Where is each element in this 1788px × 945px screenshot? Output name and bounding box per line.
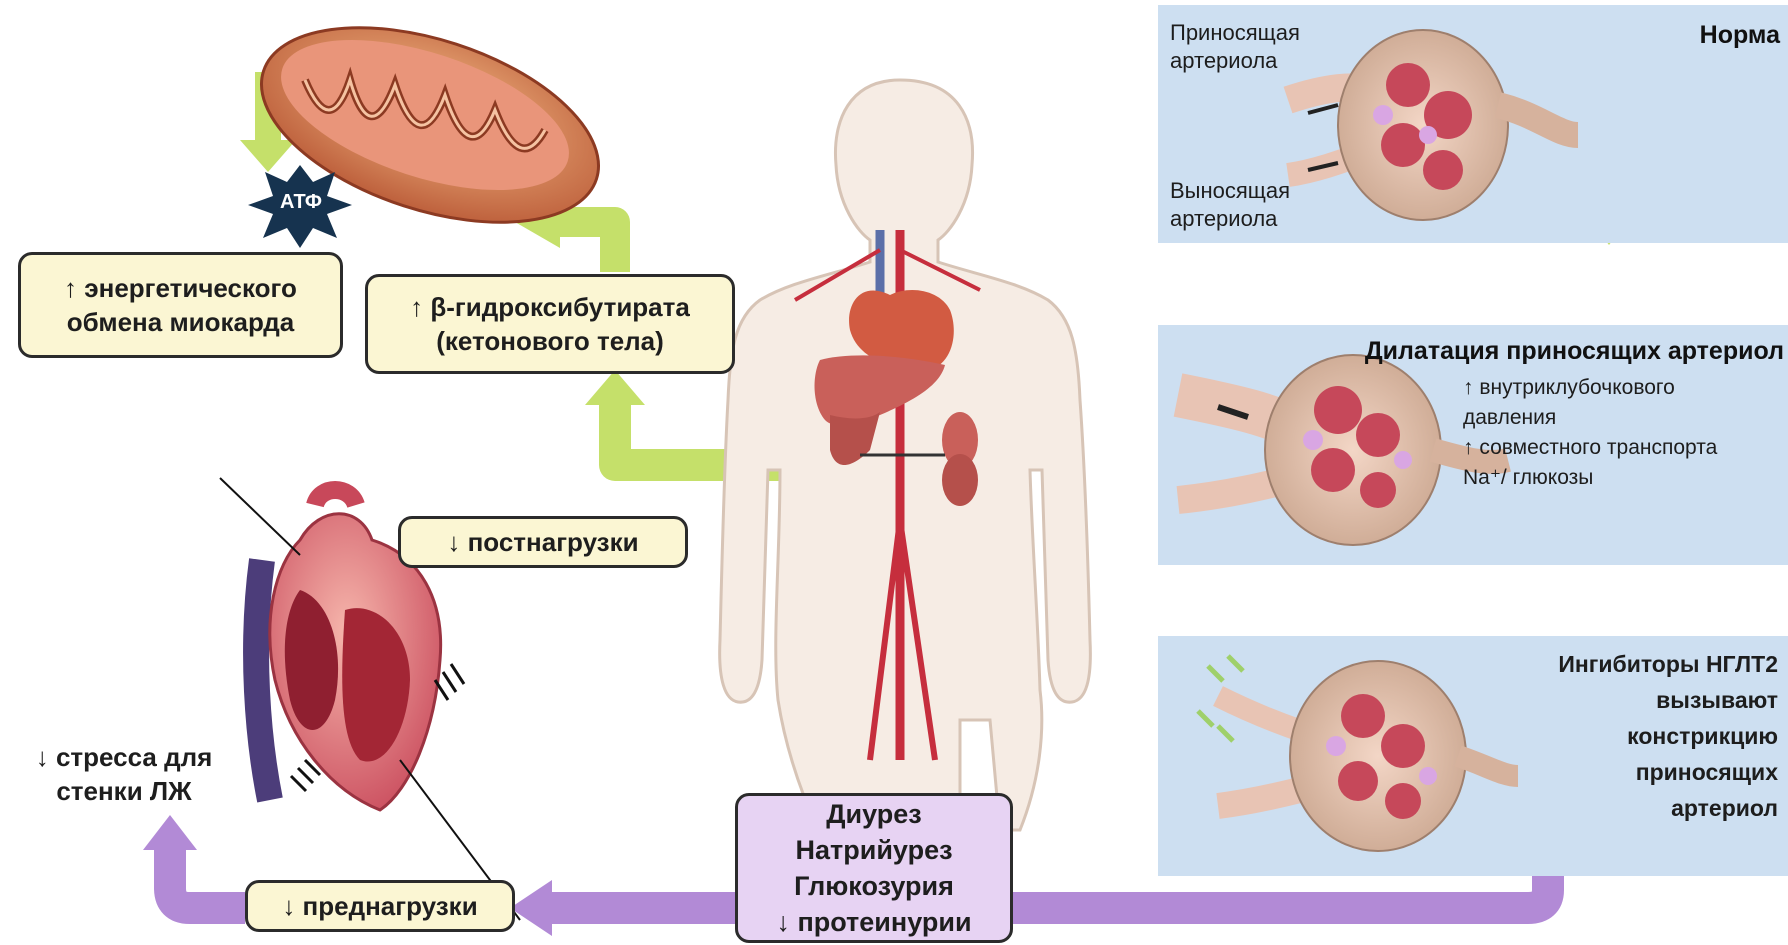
efferent-label: Выносящая артериола [1170,177,1290,233]
panel-dilation-text: ↑ внутриклубочкового давления ↑ совместн… [1463,373,1717,493]
panel-normal: Приносящая артериола Выносящая артериола… [1158,5,1788,243]
panel-dilation-title: Дилатация приносящих артериол [1365,337,1784,366]
sglt2-line5: артериол [1558,790,1778,826]
sglt2-line2: вызывают [1558,682,1778,718]
panel-sglt2-text: Ингибиторы НГЛТ2 вызывают констрикцию пр… [1558,646,1778,826]
label-diuresis-line2: Натрийурез [795,832,952,868]
label-diuresis-line1: Диурез [826,796,921,832]
panel-normal-title: Норма [1700,21,1780,50]
afferent-label: Приносящая артериола [1170,19,1300,75]
label-ketone: ↑ β-гидроксибутирата (кетонового тела) [365,274,735,374]
panel-sglt2: Ингибиторы НГЛТ2 вызывают констрикцию пр… [1158,636,1788,876]
label-ketone-line1: ↑ β-гидроксибутирата [410,290,690,324]
label-energy-line2: обмена миокарда [67,305,294,339]
panel-dilation: Дилатация приносящих артериол ↑ внутрикл… [1158,325,1788,565]
arrow-head-ketone [585,370,645,405]
label-wall-stress-line2: стенки ЛЖ [14,774,234,808]
label-diuresis: Диурез Натрийурез Глюкозурия ↓ протеинур… [735,793,1013,943]
arrow-ketone-to-mito [555,222,615,272]
label-afterload-text: ↓ постнагрузки [447,525,638,559]
label-wall-stress-line1: ↓ стресса для [14,740,234,774]
label-ketone-line2: (кетонового тела) [436,324,664,358]
label-preload-text: ↓ преднагрузки [282,889,477,923]
efferent-label-line1: Выносящая [1170,177,1290,205]
afferent-label-line1: Приносящая [1170,19,1300,47]
atp-label: АТФ [266,191,336,214]
dilation-line4: Na⁺/ глюкозы [1463,463,1717,493]
label-wall-stress: ↓ стресса для стенки ЛЖ [14,740,234,808]
label-afterload: ↓ постнагрузки [398,516,688,568]
efferent-label-line2: артериола [1170,205,1290,233]
label-energy-line1: ↑ энергетического [64,271,297,305]
afferent-label-line2: артериола [1170,47,1300,75]
sglt2-line4: приносящих [1558,754,1778,790]
label-diuresis-line4: ↓ протеинурии [776,904,971,940]
dilation-line1: ↑ внутриклубочкового [1463,373,1717,403]
sglt2-line3: констрикцию [1558,718,1778,754]
arrow-head-atp [240,140,296,172]
label-energy-metabolism: ↑ энергетического обмена миокарда [18,252,343,358]
kidney-right [942,454,978,506]
dilation-line2: давления [1463,403,1717,433]
label-preload: ↓ преднагрузки [245,880,515,932]
dilation-line3: ↑ совместного транспорта [1463,433,1717,463]
sglt2-line1: Ингибиторы НГЛТ2 [1558,646,1778,682]
label-diuresis-line3: Глюкозурия [794,868,954,904]
